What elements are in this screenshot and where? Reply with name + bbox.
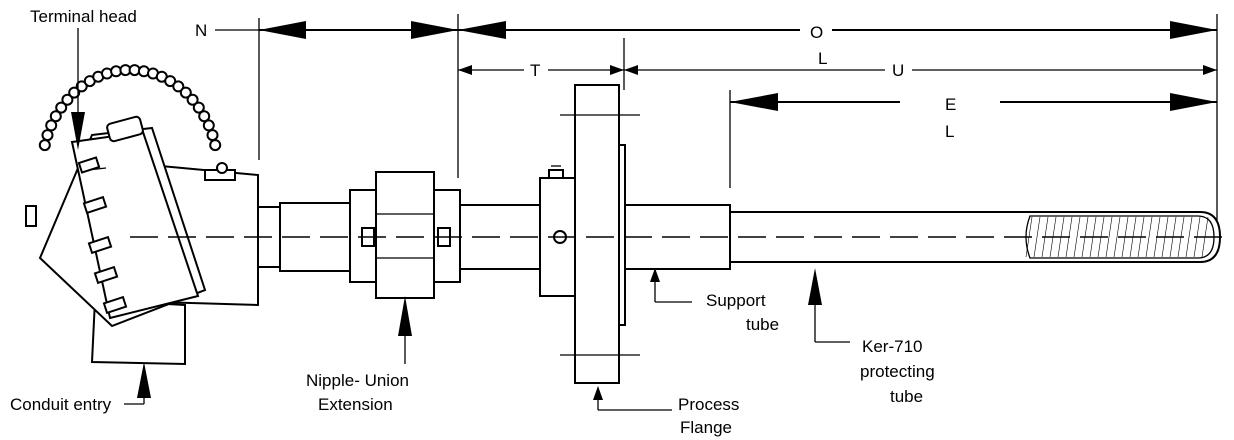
chain-bead	[75, 80, 88, 93]
dimension-u: U	[624, 61, 1217, 80]
chain-bead	[38, 139, 51, 152]
hatch-line	[1113, 216, 1121, 258]
nipple-union	[349, 171, 461, 299]
dimension-n: N	[195, 21, 458, 40]
conduit-entry-label: Conduit entry	[10, 395, 112, 414]
chain-bead	[192, 101, 205, 114]
terminal-head	[25, 115, 259, 366]
leaders	[71, 28, 850, 411]
callouts: Terminal head Conduit entry Nipple- Unio…	[10, 7, 935, 437]
chain-bead	[206, 129, 219, 142]
support-tube-label-line2: tube	[746, 315, 779, 334]
chain-bead	[68, 86, 81, 99]
hatch-line	[1073, 216, 1081, 258]
chain-bead	[55, 101, 68, 114]
dimension-ol-l-label: L	[818, 49, 827, 68]
hatch-line	[1105, 216, 1113, 258]
process-flange-label-line1: Process	[678, 395, 739, 414]
extension-lines	[258, 14, 1218, 226]
hatch-line	[1145, 216, 1153, 258]
hatch-line	[1033, 216, 1041, 258]
nipple-union-label-line2: Extension	[318, 395, 393, 414]
chain-bead	[41, 129, 54, 142]
chain-bead	[209, 139, 222, 152]
dimension-t: T	[458, 61, 624, 80]
dimension-ol-o-label: O	[810, 23, 823, 42]
dimension-el-l-label: L	[945, 122, 954, 141]
protecting-tube-label-line3: tube	[890, 387, 923, 406]
protecting-tube-label-line2: protecting	[860, 362, 935, 381]
chain-bead	[61, 93, 74, 106]
chain-bead	[172, 80, 185, 93]
support-tube-label-line1: Support	[706, 291, 766, 310]
chain-bead	[186, 93, 199, 106]
terminal-head-chain	[38, 64, 222, 152]
dimension-n-label: N	[195, 21, 207, 40]
chain-bead	[198, 110, 211, 123]
dimension-el: E L	[730, 93, 1217, 141]
hatch-line	[1185, 216, 1193, 258]
chain-bead	[202, 119, 215, 132]
dimension-t-label: T	[530, 61, 540, 80]
chain-bead	[49, 110, 62, 123]
chain-bead	[45, 119, 58, 132]
dimension-el-e-label: E	[945, 95, 956, 114]
chain-bead	[179, 86, 192, 99]
chain-bead	[164, 75, 177, 88]
dimension-ol: O L	[458, 21, 1217, 68]
dimension-u-label: U	[892, 61, 904, 80]
protecting-tube-label-line1: Ker-710	[862, 337, 922, 356]
process-flange-label-line2: Flange	[680, 418, 732, 437]
terminal-head-label: Terminal head	[30, 7, 137, 26]
nipple-union-label-line1: Nipple- Union	[306, 371, 409, 390]
